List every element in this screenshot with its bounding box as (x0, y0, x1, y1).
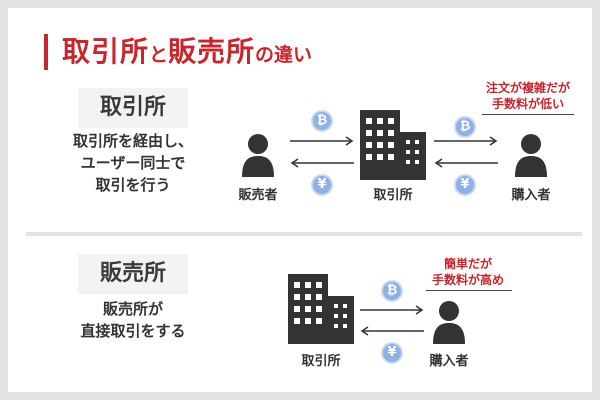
bitcoin-coin-icon: ₿ (381, 280, 403, 302)
bitcoin-coin-icon: ₿ (454, 116, 476, 138)
buyer-caption: 購入者 (511, 188, 551, 203)
section-divider (26, 232, 582, 236)
note-underline (482, 114, 574, 115)
title-text: 取引所と販売所の違い (62, 35, 313, 68)
person-icon (515, 134, 547, 177)
yen-coin-icon: ¥ (381, 342, 403, 364)
dealer-label: 販売所 (78, 254, 188, 294)
title-accent-bar (44, 34, 48, 70)
exchange-note: 注文が複雑だが 手数料が低い (485, 81, 570, 111)
dealer-description: 販売所が 直接取引をする (80, 300, 186, 340)
comparison-card: 取引所と販売所の違い 取引所 取引所を経由し、 ユーザー同士で 取引を行う 販売… (8, 8, 592, 392)
dealer-note: 簡単だが 手数料が高め (431, 257, 504, 287)
exchange-description: 取引所を経由し、 ユーザー同士で 取引を行う (72, 132, 193, 194)
building-icon (360, 110, 426, 180)
buyer-caption: 購入者 (429, 354, 469, 369)
person-icon (433, 301, 465, 344)
person-icon (242, 134, 274, 177)
exchange-label: 取引所 (78, 88, 188, 128)
arrow-right-icon (434, 136, 498, 146)
note-underline (426, 290, 512, 291)
arrow-right-icon (360, 305, 424, 315)
yen-coin-icon: ¥ (311, 174, 333, 196)
arrow-left-icon (360, 326, 424, 336)
arrow-left-icon (290, 158, 354, 168)
arrow-right-icon (290, 136, 354, 146)
dealer-caption: 取引所 (301, 354, 341, 369)
yen-coin-icon: ¥ (454, 174, 476, 196)
building-icon (288, 274, 354, 344)
exchange-caption: 取引所 (373, 188, 413, 203)
seller-caption: 販売者 (238, 188, 278, 203)
bitcoin-coin-icon: ₿ (311, 110, 333, 132)
arrow-left-icon (434, 158, 498, 168)
